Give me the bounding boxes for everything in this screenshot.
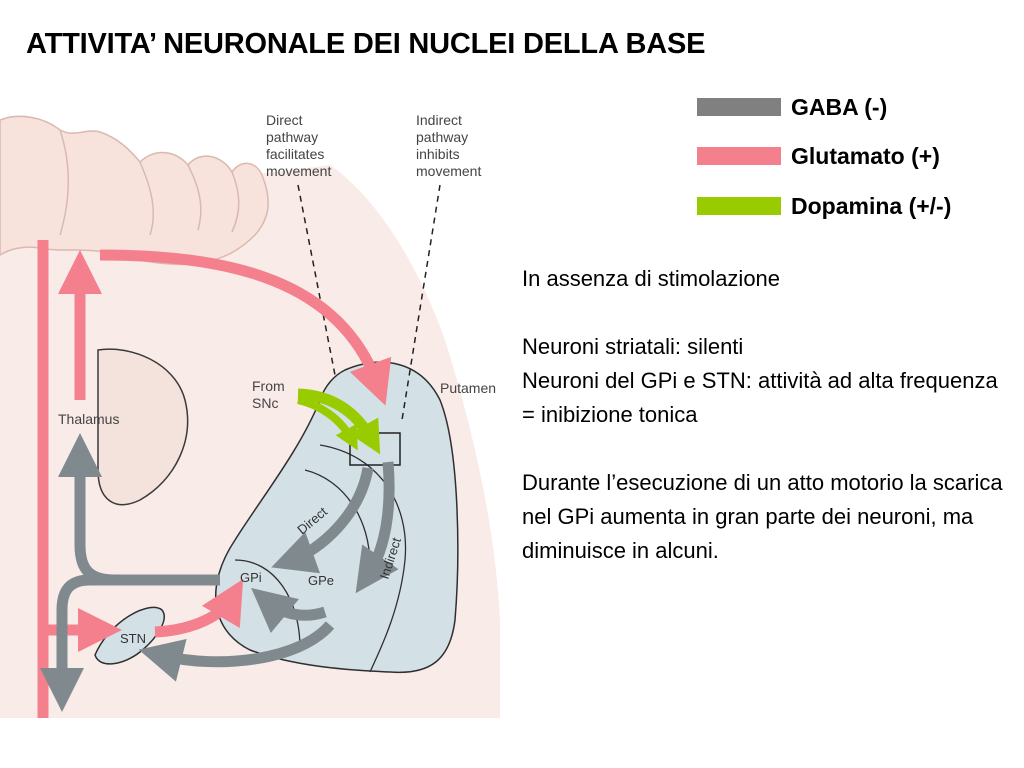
cortex-fold <box>231 171 240 233</box>
notes-panel: In assenza di stimolazione Neuroni stria… <box>522 262 1012 602</box>
notes-heading: In assenza di stimolazione <box>522 266 781 291</box>
cortex-fold <box>139 161 154 236</box>
cortex-to-striatum-arrow <box>99 249 392 406</box>
legend-gaba-swatch <box>697 98 781 116</box>
stn-to-gpi-arrow <box>154 579 244 638</box>
legend-glutamate-swatch <box>697 147 781 165</box>
legend-glutamate: Glutamato (+) <box>697 141 940 171</box>
legend-dopamine: Dopamina (+/-) <box>697 191 951 221</box>
legend-dopamine-swatch <box>697 197 781 215</box>
snc-dopamine-arrow-1 <box>297 388 381 455</box>
gpi-label: GPi <box>240 570 262 585</box>
gpe-to-stn-arrow <box>138 621 335 682</box>
direct-caption-line: facilitates <box>266 146 324 162</box>
from-snc-line: SNc <box>252 395 278 411</box>
indirect-caption-line: pathway <box>416 129 468 145</box>
legend-dopamine-label: Dopamina (+/-) <box>791 192 952 219</box>
legend-gaba-label: GABA (-) <box>791 93 888 120</box>
direct-caption-line: pathway <box>266 129 318 145</box>
direct-caption-line: Direct <box>266 112 303 128</box>
cortex-fold <box>187 164 202 231</box>
putamen-label: Putamen <box>440 380 496 396</box>
stn-label: STN <box>120 631 146 646</box>
thalamus-region <box>97 348 189 506</box>
legend-gaba: GABA (-) <box>697 92 887 122</box>
indirect-caption-line: movement <box>416 163 481 179</box>
notes-gpi-stn-line: Neuroni del GPi e STN: attività ad alta … <box>522 368 998 427</box>
indirect-pointer-line <box>401 184 441 421</box>
cortex-fold <box>59 129 69 236</box>
gpi-to-brainstem-arrow <box>40 574 220 712</box>
gpe-label: GPe <box>308 573 334 588</box>
from-snc-line: From <box>252 378 285 394</box>
indirect-caption-line: Indirect <box>416 112 462 128</box>
indirect-caption-line: inhibits <box>416 146 460 162</box>
notes-resting-state: Neuroni striatali: silenti Neuroni del G… <box>522 330 1012 432</box>
basal-ganglia-diagram: Direct pathway facilitates movement Indi… <box>0 112 500 718</box>
indirect-pathway-arrow <box>355 461 399 594</box>
direct-pathway-arrow <box>271 466 374 574</box>
indirect-pathway-caption: Indirect pathway inhibits movement <box>416 112 481 179</box>
notes-striatal-line: Neuroni striatali: silenti <box>522 334 744 359</box>
striatum-boundary <box>319 444 407 673</box>
legend-glutamate-label: Glutamato (+) <box>791 142 940 169</box>
direct-caption-line: movement <box>266 163 331 179</box>
direct-pathway-caption: Direct pathway facilitates movement <box>266 112 331 179</box>
snc-dopamine-arrow-2 <box>297 396 358 451</box>
gpe-to-gpi-arrow <box>251 587 327 633</box>
slide-title: ATTIVITA’ NEURONALE DEI NUCLEI DELLA BAS… <box>26 28 706 60</box>
from-snc-label: From SNc <box>252 378 289 411</box>
thalamus-label: Thalamus <box>58 411 119 427</box>
notes-movement-state: Durante l’esecuzione di un atto motorio … <box>522 470 1003 563</box>
